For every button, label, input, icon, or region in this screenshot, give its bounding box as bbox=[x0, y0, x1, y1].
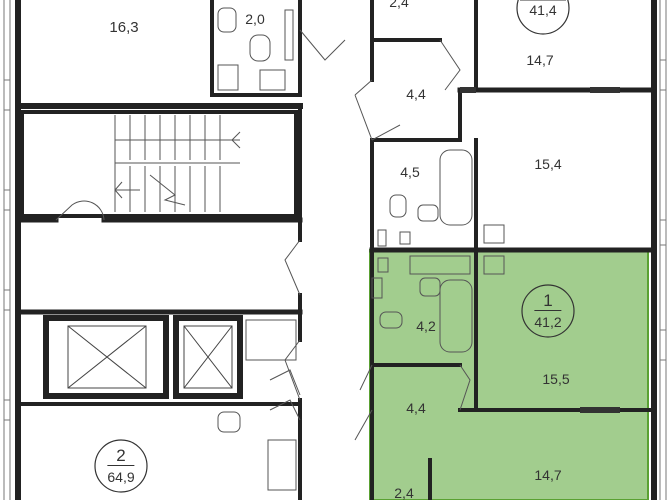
room-area-label: 2,4 bbox=[394, 485, 414, 501]
apartment-area: 41,4 bbox=[529, 0, 556, 18]
staircase bbox=[114, 115, 241, 212]
apartment-1-highlight[interactable] bbox=[369, 249, 649, 500]
apartment-1-badge-circle bbox=[521, 284, 575, 338]
apartment-area: 41,2 bbox=[534, 310, 562, 330]
room-area-label: 2,0 bbox=[245, 11, 265, 27]
fixtures bbox=[217, 7, 505, 491]
elevator-crosses bbox=[67, 325, 233, 389]
apartment-number: 2 bbox=[116, 446, 126, 465]
dark-window-marks bbox=[460, 87, 620, 413]
apartment-2-badge[interactable]: 2 64,9 bbox=[107, 446, 135, 485]
left-windows bbox=[3, 0, 11, 500]
apartment-2-badge-circle bbox=[94, 439, 148, 493]
walls bbox=[15, 0, 657, 500]
apartment-number: 1 bbox=[543, 291, 553, 310]
room-area-label: 15,4 bbox=[534, 156, 562, 172]
room-area-label: 4,4 bbox=[406, 400, 426, 416]
apartment-top-badge-circle bbox=[516, 0, 570, 35]
apartment-1-badge[interactable]: 1 41,2 bbox=[534, 291, 562, 330]
right-windows bbox=[659, 0, 667, 500]
room-area-label: 4,2 bbox=[416, 318, 436, 334]
room-area-label: 14,7 bbox=[534, 467, 562, 483]
apartment-area: 64,9 bbox=[107, 465, 135, 485]
room-area-label: 15,5 bbox=[542, 371, 570, 387]
room-area-label: 4,5 bbox=[400, 164, 420, 180]
room-area-label: 16,3 bbox=[109, 19, 139, 36]
room-area-label: 14,7 bbox=[526, 52, 554, 68]
apartment-top-badge[interactable]: 41,4 bbox=[529, 0, 556, 18]
room-area-label: 2,4 bbox=[389, 0, 409, 10]
room-area-label: 4,4 bbox=[406, 86, 426, 102]
